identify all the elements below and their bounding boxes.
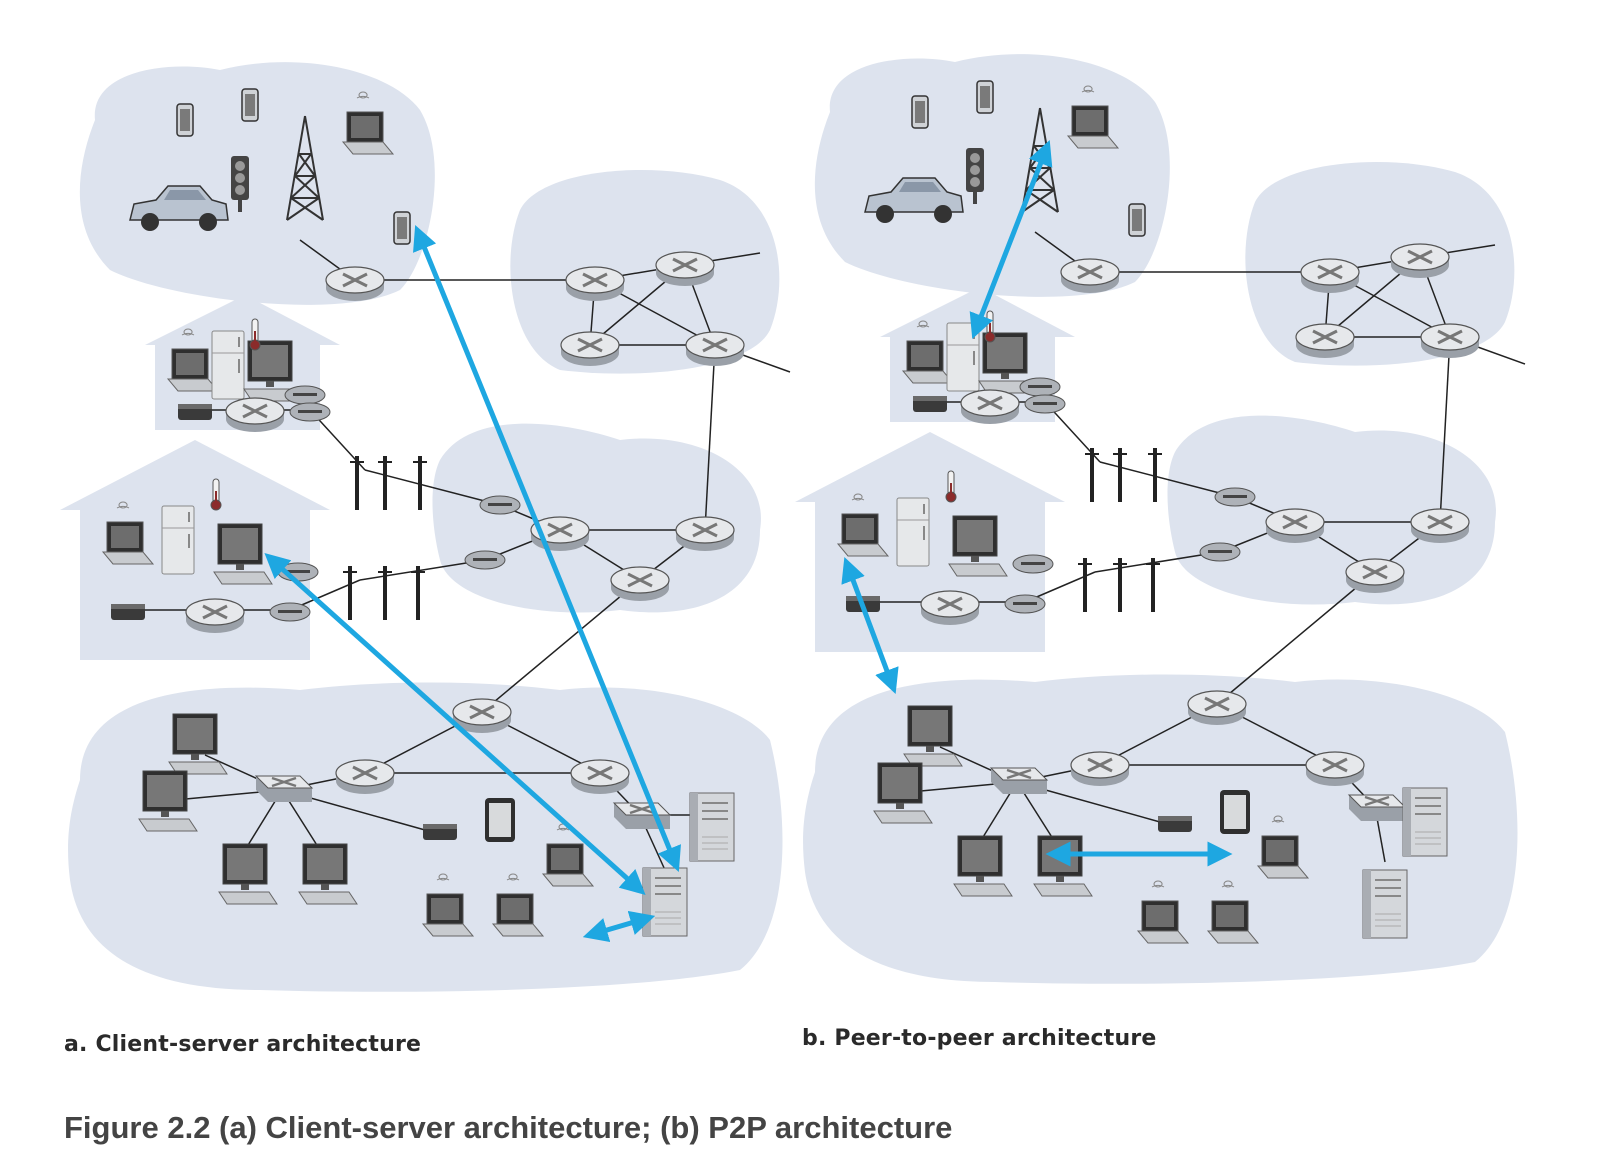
utility-pole-icon [1144, 556, 1162, 614]
router-icon [959, 388, 1021, 426]
router-icon [1409, 507, 1471, 545]
refrigerator-icon [161, 505, 195, 575]
smartphone-icon [176, 103, 194, 137]
router-icon [334, 758, 396, 796]
modem-icon [178, 404, 212, 420]
utility-pole-icon [1111, 446, 1129, 504]
smartphone-icon [976, 80, 994, 114]
tablet-icon [1220, 790, 1250, 834]
router-icon [1264, 507, 1326, 545]
access-point-icon [1004, 594, 1046, 614]
access-point-icon [1024, 394, 1066, 414]
panel-b-caption: b. Peer-to-peer architecture [802, 1026, 1157, 1051]
arrow-peer-home-to-laptop [969, 140, 1053, 339]
router-icon [1344, 557, 1406, 595]
router-icon [1389, 242, 1451, 280]
access-point-icon [1019, 377, 1061, 397]
modem-icon [111, 604, 145, 620]
router-icon [1186, 689, 1248, 727]
figure-caption: Figure 2.2 (a) Client-server architectur… [64, 1110, 953, 1145]
router-icon [919, 589, 981, 627]
utility-pole-icon [1111, 556, 1129, 614]
smartphone-icon [393, 211, 411, 245]
router-icon [324, 265, 386, 303]
utility-pole-icon [1076, 556, 1094, 614]
access-point-icon [479, 495, 521, 515]
router-icon [1069, 750, 1131, 788]
smartphone-icon [241, 88, 259, 122]
utility-pole-icon [1083, 446, 1101, 504]
access-point-icon [1214, 487, 1256, 507]
regional-isp-cloud [1167, 415, 1496, 605]
access-point-icon [1012, 554, 1054, 574]
arrow-server-to-desktop [264, 552, 646, 896]
panel-a-client-server [60, 62, 791, 992]
smartphone-icon [1128, 203, 1146, 237]
router-icon [1294, 322, 1356, 360]
access-point-icon [289, 402, 331, 422]
panel-b-peer-to-peer [795, 54, 1526, 984]
router-icon [674, 515, 736, 553]
access-point-icon [1199, 542, 1241, 562]
router-icon [1304, 750, 1366, 788]
access-point-icon [464, 550, 506, 570]
router-icon [1419, 322, 1481, 360]
utility-pole-icon [376, 454, 394, 512]
server-icon [689, 792, 735, 862]
thermometer-icon [249, 318, 261, 351]
arrow-server-to-laptop [582, 910, 656, 943]
refrigerator-icon [946, 322, 980, 392]
access-point-icon [269, 602, 311, 622]
router-icon [569, 758, 631, 796]
thermometer-icon [210, 478, 222, 511]
server-icon [1362, 869, 1408, 939]
switch-icon [254, 774, 314, 804]
router-icon [684, 330, 746, 368]
tablet-icon [485, 798, 515, 842]
server-icon [642, 867, 688, 937]
refrigerator-icon [211, 330, 245, 400]
modem-icon [423, 824, 457, 840]
arrow-peer-modem-to-desktop [841, 556, 899, 695]
utility-pole-icon [348, 454, 366, 512]
panel-a-caption: a. Client-server architecture [64, 1032, 422, 1057]
router-icon [564, 265, 626, 303]
client-server-arrows [264, 225, 681, 943]
utility-pole-icon [341, 564, 359, 622]
router-icon [559, 330, 621, 368]
router-icon [609, 565, 671, 603]
modem-icon [1158, 816, 1192, 832]
switch-icon [989, 766, 1049, 796]
router-icon [1299, 257, 1361, 295]
mobile-network-cloud [79, 62, 435, 305]
router-icon [224, 396, 286, 434]
utility-pole-icon [376, 564, 394, 622]
router-icon [654, 250, 716, 288]
thermometer-icon [984, 310, 996, 343]
modem-icon [913, 396, 947, 412]
smartphone-icon [911, 95, 929, 129]
access-point-icon [284, 385, 326, 405]
refrigerator-icon [896, 497, 930, 567]
thermometer-icon [945, 470, 957, 503]
utility-pole-icon [409, 564, 427, 622]
router-icon [184, 597, 246, 635]
router-icon [1059, 257, 1121, 295]
peer-to-peer-arrows [841, 140, 1233, 867]
switch-icon [1347, 793, 1407, 823]
server-icon [1402, 787, 1448, 857]
